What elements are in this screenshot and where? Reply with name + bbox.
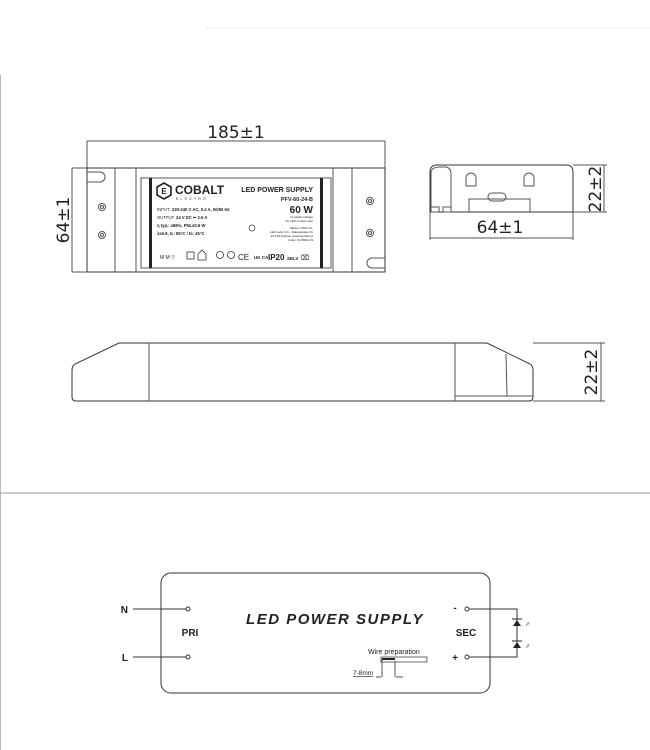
schematic-title: LED POWER SUPPLY (246, 611, 424, 628)
product-label (140, 177, 332, 269)
width-dimension: 64±1 (54, 197, 74, 244)
neutral-label: N (121, 605, 128, 616)
output-key: OUTPUT (157, 215, 175, 220)
cv-line1: Constant Voltage (290, 215, 313, 219)
svg-text:E: E (161, 187, 167, 196)
svg-text:⇗: ⇗ (525, 622, 530, 628)
strip-length-label: 7-8mm (353, 670, 373, 677)
side-view: 22±2 (71, 342, 605, 402)
plus-label: + (452, 653, 458, 664)
ce-mark: CE (238, 253, 249, 262)
led-diode-icon: ⇗ (512, 618, 530, 628)
brand-name: COBALT (175, 183, 225, 197)
end-width-dimension: 64±1 (477, 218, 524, 238)
primary-label: PRI (182, 628, 199, 639)
made-line3: 30-418 Kraków, www.led-labs.pl (270, 234, 313, 238)
n-terminal (185, 606, 191, 612)
led-diode-icon: ⇗ (512, 640, 530, 650)
top-view: 185±1 64±1 E COBALT ELECTRO LED POWER SU… (54, 123, 386, 273)
power-rating: 60 W (290, 205, 314, 216)
ip-rating: IP20 (268, 253, 285, 262)
wire-insulation (380, 656, 428, 663)
efficiency-spec: η typ.: ≥86%, PNL≤0.5 W (157, 223, 205, 228)
length-dimension: 185±1 (207, 123, 265, 143)
svg-text:⇗: ⇗ (525, 644, 530, 650)
model-number: PFV-60-24-B (281, 197, 313, 203)
minus-label: - (453, 603, 456, 614)
side-height-dimension: 22±2 (582, 349, 602, 396)
certification-icons (186, 249, 235, 261)
output-spec: 24 V DC ⎓ 2.5 A (176, 215, 207, 220)
plus-terminal (464, 654, 470, 660)
minus-terminal (464, 606, 470, 612)
made-line1: Made in PRC for: (290, 226, 313, 230)
ul-mark-icon (248, 224, 256, 232)
made-line2: LED Labs S.A., Zakopiańska 2C (270, 230, 314, 234)
input-key: INPUT (157, 207, 170, 212)
label-title: LED POWER SUPPLY (241, 187, 313, 194)
cobalt-logo-icon (156, 182, 172, 200)
m-marks: M M ▽ (160, 255, 175, 261)
cv-line2: for LED module strip (286, 219, 314, 223)
height-dimension: 22±2 (586, 166, 606, 213)
live-label: L (122, 653, 128, 664)
weee-bin-icon: ⌧ (301, 254, 309, 262)
brand-sub: ELECTRO (176, 197, 208, 201)
secondary-label: SEC (456, 628, 477, 639)
wiring-schematic: LED POWER SUPPLY N L PRI SEC - + ⇗ ⇗ Wir… (121, 572, 530, 694)
selv-mark: SELV (287, 256, 298, 261)
end-view: 64±1 22±2 (429, 164, 607, 240)
wire-preparation-label: Wire preparation (368, 649, 420, 656)
l-terminal (185, 654, 191, 660)
made-line4: Index: 03-B301-03 (288, 238, 313, 242)
temperature-spec: λ≥0.9, tc: 85°C / ta: 45°C (157, 231, 205, 236)
ukca-mark: UK CA (254, 255, 269, 260)
input-spec: 220-240 V AC, 0.4 A, 50/60 Hz (172, 207, 230, 212)
